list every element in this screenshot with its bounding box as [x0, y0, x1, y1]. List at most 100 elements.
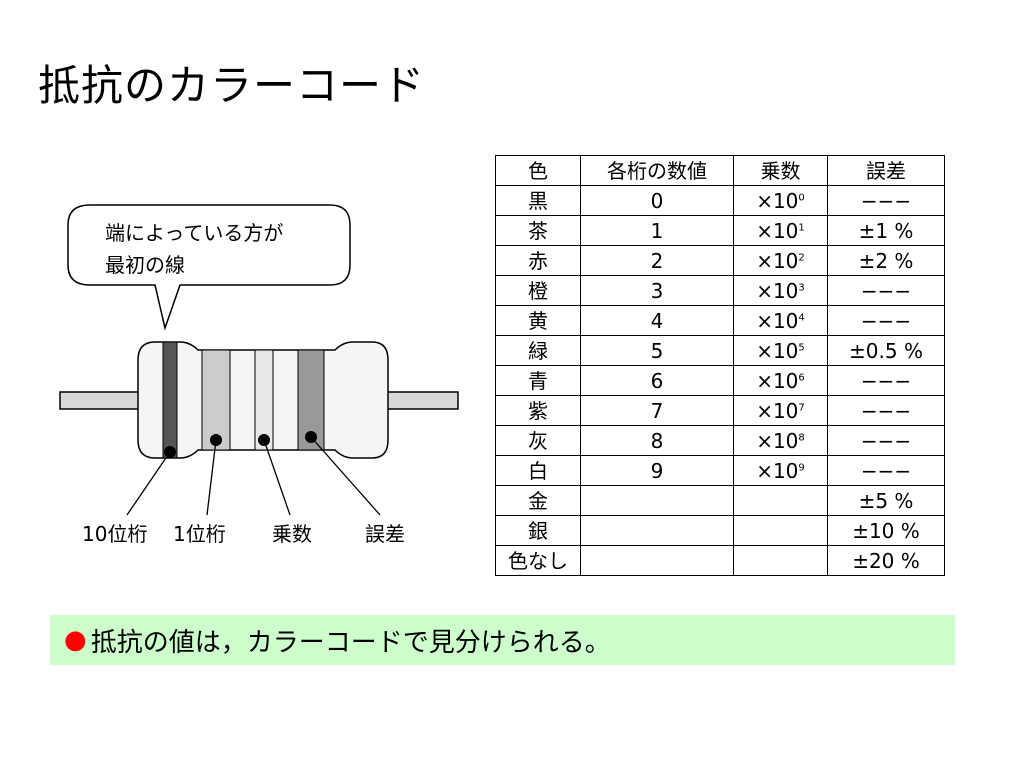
- summary-banner: ● 抵抗の値は，カラーコードで見分けられる。: [50, 615, 955, 665]
- cell-color: 色なし: [495, 545, 581, 576]
- cell-digit: 1: [580, 215, 734, 246]
- cell-multiplier: [733, 545, 828, 576]
- multiplier-exponent: 8: [798, 431, 805, 443]
- cell-multiplier: ×107: [733, 395, 828, 426]
- cell-tolerance: −−−: [827, 185, 945, 216]
- multiplier-base: ×10: [756, 308, 799, 333]
- cell-multiplier: ×105: [733, 335, 828, 366]
- callout-line-1: 端によっている方が: [105, 221, 283, 245]
- cell-tolerance: −−−: [827, 305, 945, 336]
- cell-multiplier: ×109: [733, 455, 828, 486]
- table-header-row: 色 各桁の数値 乗数 誤差: [495, 155, 945, 186]
- cell-multiplier: [733, 515, 828, 546]
- summary-text: 抵抗の値は，カラーコードで見分けられる。: [90, 627, 611, 658]
- cell-multiplier: ×100: [733, 185, 828, 216]
- multiplier-base: ×10: [756, 278, 799, 303]
- band-first-digit: [162, 341, 178, 459]
- cell-digit: 6: [580, 365, 734, 396]
- label-second-digit: 1位桁: [173, 522, 226, 546]
- band-tolerance: [297, 349, 325, 451]
- cell-tolerance: −−−: [827, 275, 945, 306]
- cell-tolerance: −−−: [827, 425, 945, 456]
- cell-digit: 7: [580, 395, 734, 426]
- cell-color: 黒: [495, 185, 581, 216]
- callout-bubble: [67, 204, 351, 331]
- cell-tolerance: ±0.5 %: [827, 335, 945, 366]
- cell-color: 橙: [495, 275, 581, 306]
- multiplier-base: ×10: [756, 338, 799, 363]
- pointer-line: [126, 451, 171, 516]
- cell-multiplier: [733, 485, 828, 516]
- multiplier-base: ×10: [756, 218, 799, 243]
- pointer-line: [310, 436, 381, 516]
- multiplier-exponent: 4: [798, 311, 805, 323]
- cell-color: 紫: [495, 395, 581, 426]
- cell-tolerance: ±1 %: [827, 215, 945, 246]
- cell-color: 白: [495, 455, 581, 486]
- multiplier-exponent: 3: [798, 281, 805, 293]
- multiplier-exponent: 7: [798, 401, 805, 413]
- cell-multiplier: ×103: [733, 275, 828, 306]
- cell-color: 金: [495, 485, 581, 516]
- cell-tolerance: −−−: [827, 395, 945, 426]
- cell-tolerance: −−−: [827, 455, 945, 486]
- cell-tolerance: ±5 %: [827, 485, 945, 516]
- multiplier-exponent: 1: [798, 221, 805, 233]
- cell-color: 緑: [495, 335, 581, 366]
- table-row: 金 ±5 %: [495, 485, 945, 516]
- cell-color: 黄: [495, 305, 581, 336]
- band-multiplier: [254, 349, 274, 451]
- multiplier-base: ×10: [756, 458, 799, 483]
- cell-tolerance: ±10 %: [827, 515, 945, 546]
- cell-digit: [580, 485, 734, 516]
- slide-title: 抵抗のカラーコード: [38, 61, 426, 110]
- cell-color: 青: [495, 365, 581, 396]
- cell-digit: [580, 545, 734, 576]
- cell-digit: [580, 515, 734, 546]
- cell-digit: 0: [580, 185, 734, 216]
- cell-color: 赤: [495, 245, 581, 276]
- left-lead: [59, 391, 141, 410]
- band-second-digit: [201, 349, 231, 451]
- cell-multiplier: ×108: [733, 425, 828, 456]
- cell-multiplier: ×101: [733, 215, 828, 246]
- multiplier-exponent: 0: [798, 191, 805, 203]
- cell-multiplier: ×106: [733, 365, 828, 396]
- header-digit-value: 各桁の数値: [580, 155, 734, 186]
- cell-tolerance: ±2 %: [827, 245, 945, 276]
- cell-digit: 9: [580, 455, 734, 486]
- cell-digit: 3: [580, 275, 734, 306]
- multiplier-base: ×10: [756, 248, 799, 273]
- multiplier-base: ×10: [756, 188, 799, 213]
- callout-line-2: 最初の線: [105, 253, 185, 277]
- multiplier-base: ×10: [756, 428, 799, 453]
- cell-digit: 4: [580, 305, 734, 336]
- table-row: 色なし ±20 %: [495, 545, 945, 576]
- cell-color: 茶: [495, 215, 581, 246]
- cell-color: 灰: [495, 425, 581, 456]
- multiplier-exponent: 9: [798, 461, 805, 473]
- right-lead: [384, 391, 459, 410]
- header-color: 色: [495, 155, 581, 186]
- cell-multiplier: ×104: [733, 305, 828, 336]
- cell-tolerance: −−−: [827, 365, 945, 396]
- cell-digit: 5: [580, 335, 734, 366]
- header-tolerance: 誤差: [827, 155, 945, 186]
- multiplier-exponent: 2: [798, 251, 805, 263]
- multiplier-base: ×10: [756, 368, 799, 393]
- multiplier-exponent: 6: [798, 371, 805, 383]
- bullet-icon: ●: [64, 625, 87, 655]
- header-multiplier: 乗数: [733, 155, 828, 186]
- cell-digit: 8: [580, 425, 734, 456]
- cell-tolerance: ±20 %: [827, 545, 945, 576]
